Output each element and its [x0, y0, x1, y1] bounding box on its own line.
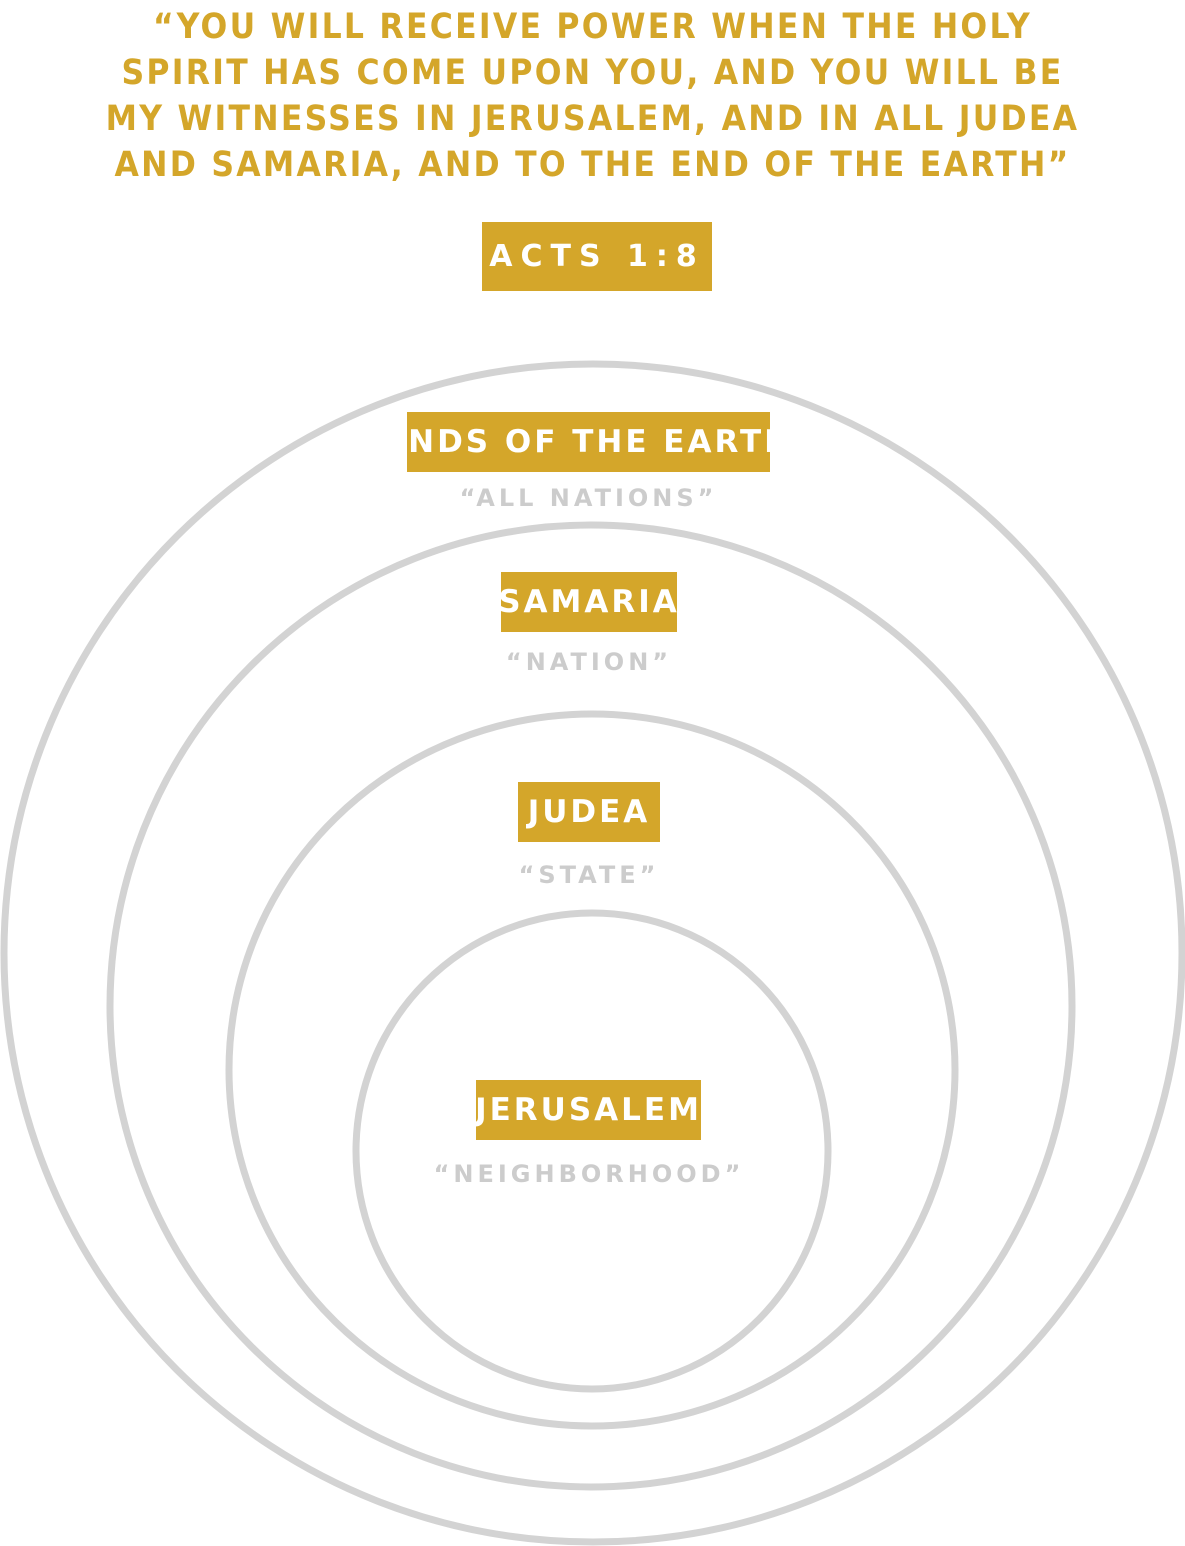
- judea-subtitle: “STATE”: [518, 861, 660, 889]
- ring-jerusalem: [352, 909, 832, 1393]
- ends-of-the-earth-label: ENDS OF THE EARTH: [384, 412, 790, 472]
- scripture-reference-badge: ACTS 1:8: [482, 222, 712, 291]
- ring-ends-of-the-earth: [0, 360, 1185, 1546]
- ring-samaria: [106, 521, 1076, 1491]
- judea-label: JUDEA: [518, 782, 660, 842]
- ring-judea: [225, 710, 959, 1430]
- samaria-label: SAMARIA: [498, 572, 677, 632]
- samaria-subtitle: “NATION”: [505, 648, 673, 676]
- jerusalem-label: JERUSALEM: [475, 1080, 701, 1140]
- jerusalem-subtitle: “NEIGHBORHOOD”: [433, 1160, 745, 1188]
- scripture-quote: “YOU WILL RECEIVE POWER WHEN THE HOLY SP…: [105, 7, 1080, 185]
- ends-of-the-earth-subtitle: “ALL NATIONS”: [459, 484, 718, 512]
